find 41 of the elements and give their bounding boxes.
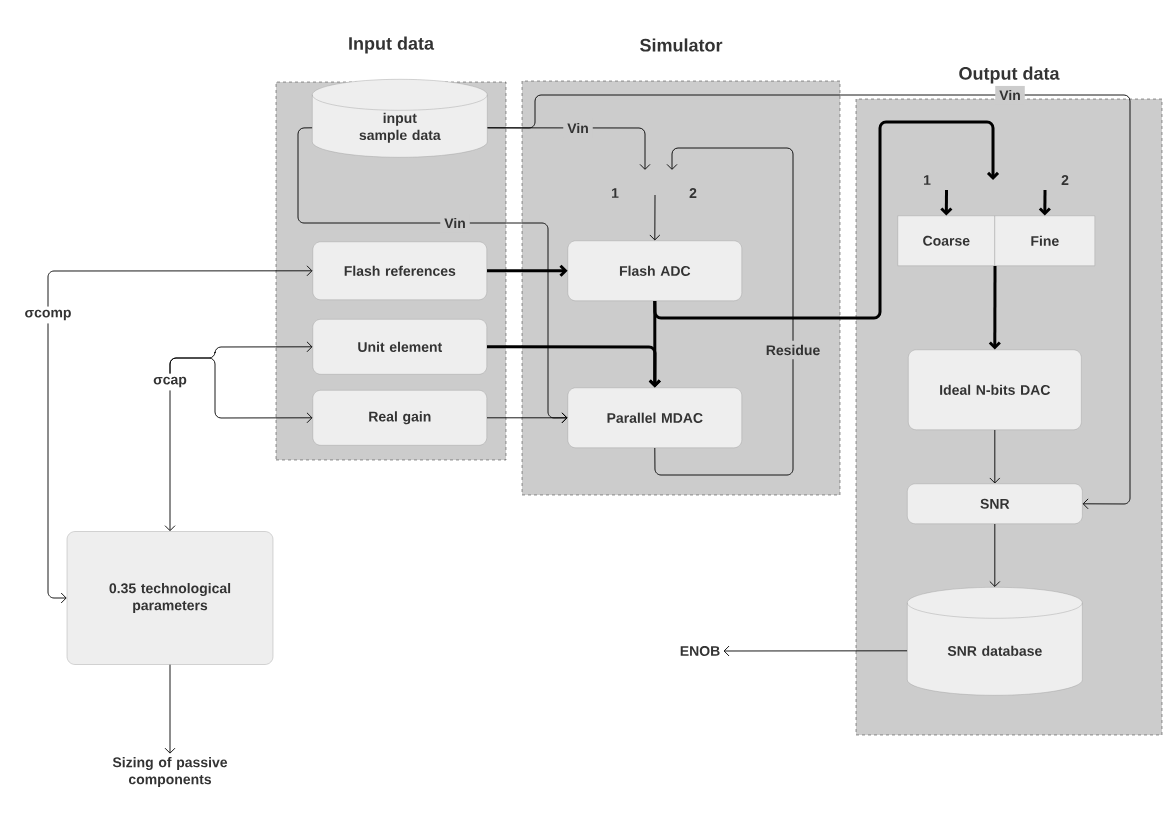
process-box: Fine [994,215,1095,266]
symbol-label: σcomp [25,309,71,321]
arrow [653,120,1000,320]
arrow [47,323,67,604]
process-box: Coarse [897,215,995,266]
arrow [649,194,661,241]
process-box: Ideal N-bits DAC [908,349,1082,430]
process-box: Unit element [312,319,487,375]
node-label: Simulator [640,38,723,52]
arrow [989,429,1001,484]
port-number: 2 [1061,175,1069,185]
port-number: 1 [612,188,619,198]
process-box: Flash references [312,241,487,300]
arrow [988,266,1001,350]
edge-label: Vin [995,85,1025,105]
database-cylinder: SNR database [907,587,1083,696]
port-number: 2 [689,188,697,198]
output-label: ENOB [680,646,720,656]
process-box: SNR [907,483,1083,524]
arrow [487,94,1131,510]
process-box: Real gain [312,390,487,446]
arrow [169,357,313,424]
arrow [1038,190,1051,216]
arrow [989,523,1001,587]
process-box: Flash ADC [567,240,742,301]
node-label: Output data [959,66,1060,84]
arrow [164,390,176,532]
process-box: Parallel MDAC [567,387,742,448]
arrow [486,412,568,424]
node-label: Input data [349,36,435,54]
process-box: 0.35 technological parameters [66,531,274,665]
port-number: 1 [924,175,931,185]
symbol-label: σcap [153,376,187,388]
arrow [940,190,953,216]
database-cylinder: input sample data [312,79,488,158]
output-label: Sizing of passive components [112,757,228,788]
arrow [47,265,313,307]
arrow [723,645,908,657]
arrow [164,664,176,754]
arrow [487,264,568,277]
arrow [654,147,794,476]
